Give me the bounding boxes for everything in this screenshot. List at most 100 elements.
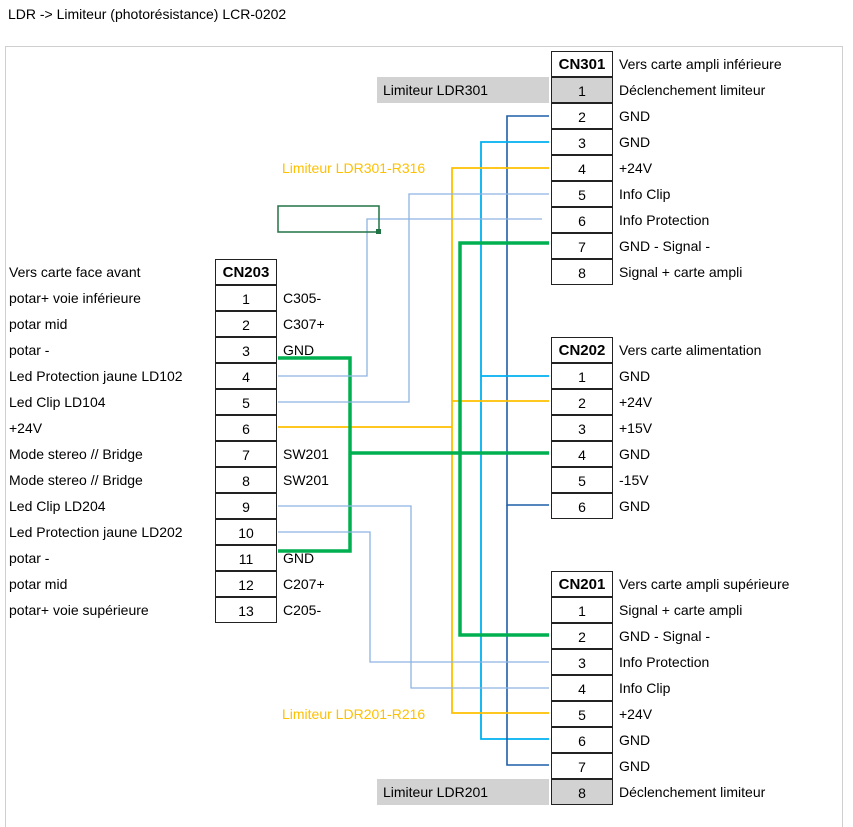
- limiter-ldr301-label: Limiteur LDR301: [377, 77, 549, 103]
- wire-gnd-cn301-2-cn202-6: [506, 115, 549, 506]
- cn203-pin-left-label: +24V: [9, 420, 43, 436]
- cn201-description: Vers carte ampli supérieure: [619, 576, 790, 592]
- cn201-pin-number: 3: [551, 649, 613, 675]
- cn202-pin-number: 6: [551, 493, 613, 519]
- cn202-description: Vers carte alimentation: [619, 342, 762, 358]
- wire-gnd-cn301-3-cn201-6: [480, 141, 549, 740]
- cn301-description: Vers carte ampli inférieure: [619, 56, 782, 72]
- cn201-pin-number: 6: [551, 727, 613, 753]
- cn203-pin-number: 3: [215, 337, 277, 363]
- cn203-pin-number: 12: [215, 571, 277, 597]
- cn301-pin-number: 1: [551, 77, 613, 103]
- cn202-pin-label: GND: [619, 368, 651, 384]
- cn203-pin-left-label: Led Clip LD204: [9, 498, 106, 514]
- cn203-pin-right-label: C305-: [283, 290, 322, 306]
- cn203-description: Vers carte face avant: [9, 264, 141, 280]
- limiter-ldr201-label: Limiteur LDR201: [377, 779, 549, 805]
- wire-24v-cn301-4-cn201-5: [451, 167, 549, 714]
- cn202-pin-number: 3: [551, 415, 613, 441]
- cn203-pin-left-label: Mode stereo // Bridge: [9, 446, 143, 462]
- cn203-pin-left-label: Led Protection jaune LD102: [9, 368, 183, 384]
- cn301-pin-number: 4: [551, 155, 613, 181]
- cn202-pin-number: 4: [551, 441, 613, 467]
- cn203-header: CN203: [215, 259, 277, 285]
- cn301-pin-number: 6: [551, 207, 613, 233]
- cn202-pin-number: 5: [551, 467, 613, 493]
- cn201-header: CN201: [551, 571, 613, 597]
- cn203-pin-number: 1: [215, 285, 277, 311]
- page-title: LDR -> Limiteur (photorésistance) LCR-02…: [8, 6, 287, 22]
- cn201-pin-number: 7: [551, 753, 613, 779]
- cn301-pin-number: 3: [551, 129, 613, 155]
- cn203-pin-number: 9: [215, 493, 277, 519]
- cn203-pin-left-label: potar -: [9, 550, 50, 566]
- cn301-pin-label: +24V: [619, 160, 653, 176]
- cn203-pin-number: 13: [215, 597, 277, 623]
- cn203-pin-left-label: potar -: [9, 342, 50, 358]
- cn201-pin-label: GND: [619, 758, 651, 774]
- wire-clip-cn301-5-cn203-5: [278, 193, 549, 403]
- cn203-pin-left-label: potar+ voie inférieure: [9, 290, 141, 306]
- cn203-pin-left-label: Led Clip LD104: [9, 394, 106, 410]
- cn202-pin-label: GND: [619, 446, 651, 462]
- cn202-pin-label: +24V: [619, 394, 653, 410]
- cn203-pin-right-label: C205-: [283, 602, 322, 618]
- cn201-pin-number: 5: [551, 701, 613, 727]
- cn301-pin-label: GND: [619, 134, 651, 150]
- cn202-pin-number: 1: [551, 363, 613, 389]
- wire-gnd-signal-cn301-7-cn201-2: [458, 241, 549, 637]
- cn301-pin-label: GND: [619, 108, 651, 124]
- cn203-pin-number: 11: [215, 545, 277, 571]
- cn201-pin-number: 1: [551, 597, 613, 623]
- cn203-pin-right-label: SW201: [283, 472, 329, 488]
- cn203-pin-left-label: potar mid: [9, 576, 68, 592]
- cn203-pin-left-label: potar mid: [9, 316, 68, 332]
- ldr201-r216-label: Limiteur LDR201-R216: [282, 706, 426, 722]
- cn301-pin-label: Déclenchement limiteur: [619, 82, 766, 98]
- cn201-pin-label: GND: [619, 732, 651, 748]
- cn202-header: CN202: [551, 337, 613, 363]
- ldr-outline-handle: [376, 229, 381, 234]
- cn203-pin-right-label: SW201: [283, 446, 329, 462]
- cn203-pin-number: 5: [215, 389, 277, 415]
- cn203-pin-right-label: C207+: [283, 576, 325, 592]
- wire-gnd-cn201-7: [506, 505, 549, 766]
- diagram-frame: [5, 46, 843, 827]
- cn203-pin-left-label: Led Protection jaune LD202: [9, 524, 183, 540]
- cn201-pin-number: 8: [551, 779, 613, 805]
- cn201-pin-label: Déclenchement limiteur: [619, 784, 766, 800]
- cn301-pin-number: 7: [551, 233, 613, 259]
- cn201-pin-label: Info Clip: [619, 680, 671, 696]
- cn203-pin-number: 2: [215, 311, 277, 337]
- cn301-pin-label: Info Clip: [619, 186, 671, 202]
- cn202-pin-number: 2: [551, 389, 613, 415]
- cn301-pin-number: 2: [551, 103, 613, 129]
- cn203-pin-right-label: GND: [283, 342, 315, 358]
- wire-protection-cn203-10-cn201-3: [278, 531, 549, 663]
- cn203-pin-left-label: potar+ voie supérieure: [9, 602, 149, 618]
- cn301-pin-label: Info Protection: [619, 212, 710, 228]
- cn203-pin-number: 7: [215, 441, 277, 467]
- wire-clip-cn203-9-cn201-4: [278, 505, 549, 689]
- cn301-header: CN301: [551, 51, 613, 77]
- cn203-pin-number: 8: [215, 467, 277, 493]
- cn201-pin-label: Info Protection: [619, 654, 710, 670]
- cn202-pin-label: +15V: [619, 420, 653, 436]
- cn202-pin-label: GND: [619, 498, 651, 514]
- cn301-pin-number: 8: [551, 259, 613, 285]
- cn301-pin-label: GND - Signal -: [619, 238, 711, 254]
- cn201-pin-number: 2: [551, 623, 613, 649]
- cn203-pin-right-label: C307+: [283, 316, 325, 332]
- cn203-pin-number: 6: [215, 415, 277, 441]
- wire-protection-cn301-6-cn203-4: [278, 218, 542, 377]
- cn201-pin-number: 4: [551, 675, 613, 701]
- cn201-pin-label: GND - Signal -: [619, 628, 711, 644]
- cn203-pin-right-label: GND: [283, 550, 315, 566]
- cn201-pin-label: +24V: [619, 706, 653, 722]
- cn202-pin-label: -15V: [619, 472, 649, 488]
- cn201-pin-label: Signal + carte ampli: [619, 602, 743, 618]
- cn301-pin-label: Signal + carte ampli: [619, 264, 743, 280]
- cn203-pin-number: 10: [215, 519, 277, 545]
- cn301-pin-number: 5: [551, 181, 613, 207]
